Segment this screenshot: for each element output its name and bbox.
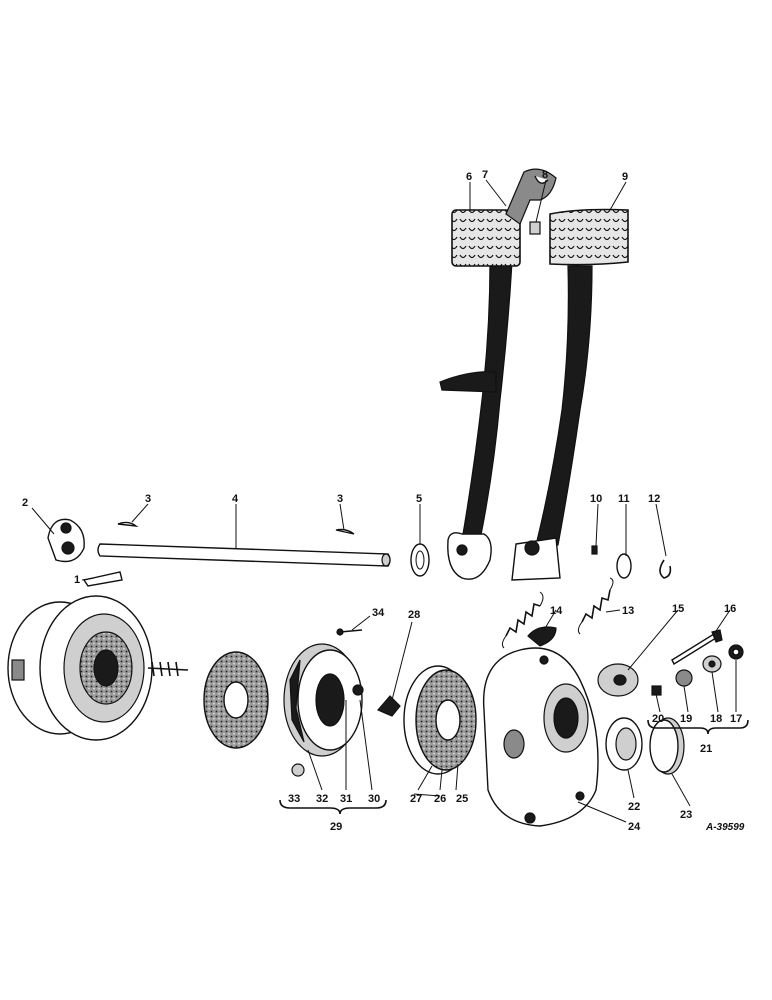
snap-ring-12 — [659, 559, 672, 579]
callout-20: 20 — [652, 713, 664, 725]
callout-30: 30 — [368, 793, 380, 805]
callout-8: 8 — [542, 169, 548, 181]
callout-19: 19 — [680, 713, 692, 725]
callout-16: 16 — [724, 603, 736, 615]
callout-24: 24 — [628, 821, 641, 833]
callout-34: 34 — [372, 607, 385, 619]
washer-5 — [410, 543, 430, 577]
brake-pedal-left — [439, 209, 521, 580]
callout-1: 1 — [74, 574, 80, 586]
callout-27: 27 — [410, 793, 422, 805]
callout-7: 7 — [482, 169, 488, 181]
callout-32: 32 — [316, 793, 328, 805]
callout-10: 10 — [590, 493, 602, 505]
washer-18 — [702, 655, 722, 673]
callout-33: 33 — [288, 793, 300, 805]
callout-6: 6 — [466, 171, 472, 183]
callout-3a: 3 — [145, 493, 151, 505]
brake-actuator — [283, 643, 364, 757]
callout-5: 5 — [416, 493, 422, 505]
cross-shaft — [97, 543, 391, 567]
callout-17: 17 — [730, 713, 742, 725]
callout-28: 28 — [408, 609, 420, 621]
callout-2: 2 — [22, 497, 28, 509]
callout-9: 9 — [622, 171, 628, 183]
seal-22 — [605, 717, 643, 771]
callout-29: 29 — [330, 821, 342, 833]
callout-21: 21 — [700, 743, 712, 755]
lever-arm — [47, 518, 85, 563]
leader-lines — [31, 179, 737, 823]
callout-4: 4 — [232, 493, 239, 505]
callout-labels: 1 2 3 4 3 5 6 7 8 9 10 11 12 13 14 15 16… — [22, 169, 742, 833]
callout-25: 25 — [456, 793, 468, 805]
bushing-19 — [675, 669, 693, 687]
brake-cover — [482, 647, 599, 827]
cap-15 — [597, 663, 639, 697]
ball-33 — [291, 763, 305, 777]
ring-11 — [616, 553, 632, 579]
return-spring-left — [501, 591, 544, 649]
brake-disc-left — [203, 651, 269, 749]
pin-10 — [591, 545, 598, 555]
callout-3b: 3 — [337, 493, 343, 505]
pedal-latch — [505, 168, 557, 225]
callout-14: 14 — [550, 605, 563, 617]
pin-34 — [336, 628, 363, 636]
brace-group-21 — [647, 719, 749, 735]
shim — [82, 571, 123, 587]
callout-26: 26 — [434, 793, 446, 805]
callout-31: 31 — [340, 793, 352, 805]
cap-23 — [649, 717, 685, 775]
callout-18: 18 — [710, 713, 722, 725]
callout-11: 11 — [618, 493, 630, 505]
callout-22: 22 — [628, 801, 640, 813]
callout-23: 23 — [680, 809, 692, 821]
woodruff-key — [117, 521, 355, 535]
callout-12: 12 — [648, 493, 660, 505]
nut-20 — [651, 685, 662, 696]
callout-13: 13 — [622, 605, 634, 617]
nut-17 — [728, 644, 744, 660]
return-spring-right — [577, 577, 614, 635]
brace-group-29 — [279, 799, 387, 815]
latch-pin — [529, 221, 541, 235]
link-28 — [377, 695, 401, 717]
pad-14 — [527, 626, 557, 647]
brake-pedal-right — [511, 208, 629, 581]
brace-27 — [413, 793, 441, 797]
brake-housing — [7, 595, 189, 741]
brake-disc-right — [403, 665, 477, 775]
callout-15: 15 — [672, 603, 684, 615]
drawing-reference: A-39599 — [705, 822, 745, 833]
